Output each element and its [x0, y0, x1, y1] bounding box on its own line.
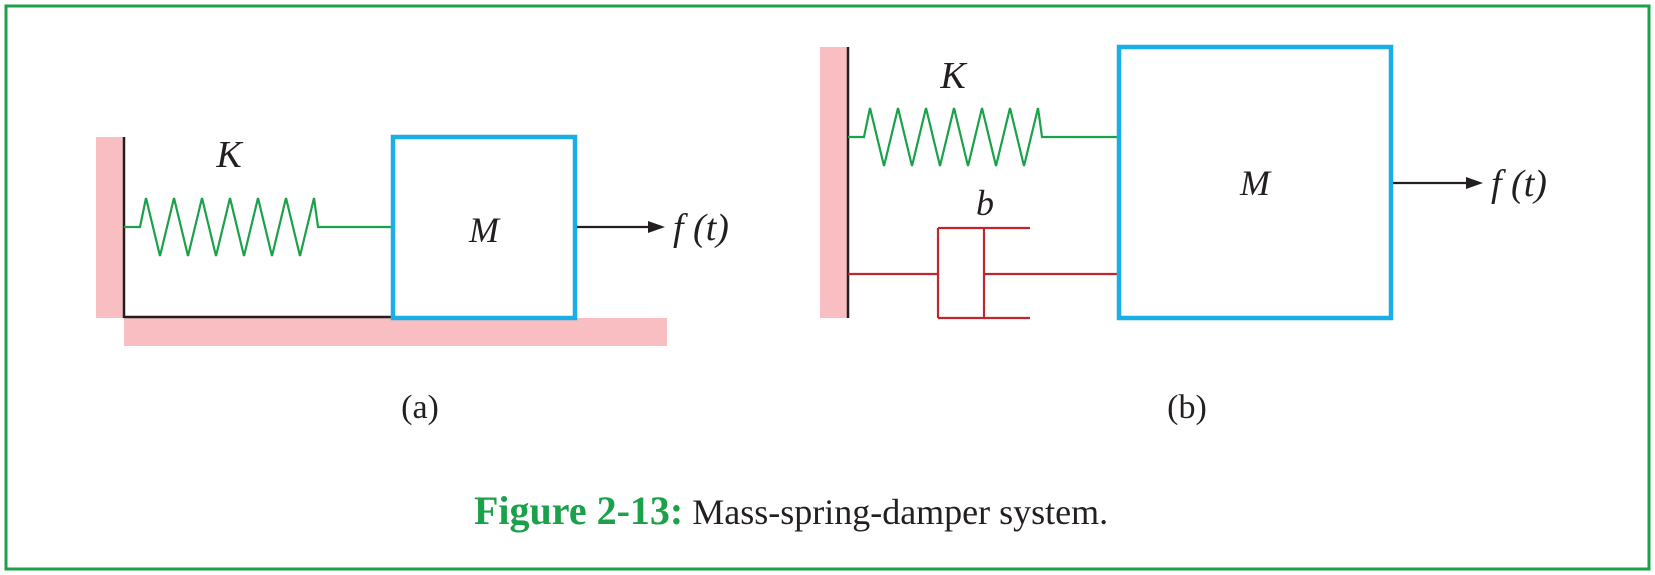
caption-text: Mass-spring-damper system. — [683, 492, 1108, 532]
sublabel-a: (a) — [401, 389, 439, 426]
force-label-a: f (t) — [673, 207, 729, 249]
spring-b — [848, 107, 1119, 167]
wall-a — [96, 137, 124, 318]
mass-block-a — [390, 134, 578, 321]
damper-label-b: b — [976, 183, 994, 223]
force-arrowhead-a — [648, 221, 665, 233]
spring-label-b: K — [939, 55, 967, 97]
spring-label-a: K — [215, 134, 243, 176]
wall-b — [820, 47, 848, 318]
figure-caption: Figure 2-13: Mass-spring-damper system. — [474, 488, 1108, 533]
force-label-b: f (t) — [1491, 163, 1547, 205]
caption-number: Figure 2-13: — [474, 488, 683, 533]
damper-b — [848, 226, 1119, 320]
figure-frame — [4, 4, 1651, 571]
force-arrowhead-b — [1466, 177, 1483, 189]
diagram-a: K M f (t) (a) — [96, 134, 729, 426]
mass-label-a: M — [468, 210, 501, 250]
diagram-b: K b M f (t) (b) — [820, 44, 1547, 426]
mass-label-b: M — [1239, 163, 1272, 203]
mass-block-b — [1116, 44, 1394, 321]
floor-a — [124, 318, 667, 346]
spring-a — [124, 197, 393, 257]
sublabel-b: (b) — [1167, 389, 1207, 426]
